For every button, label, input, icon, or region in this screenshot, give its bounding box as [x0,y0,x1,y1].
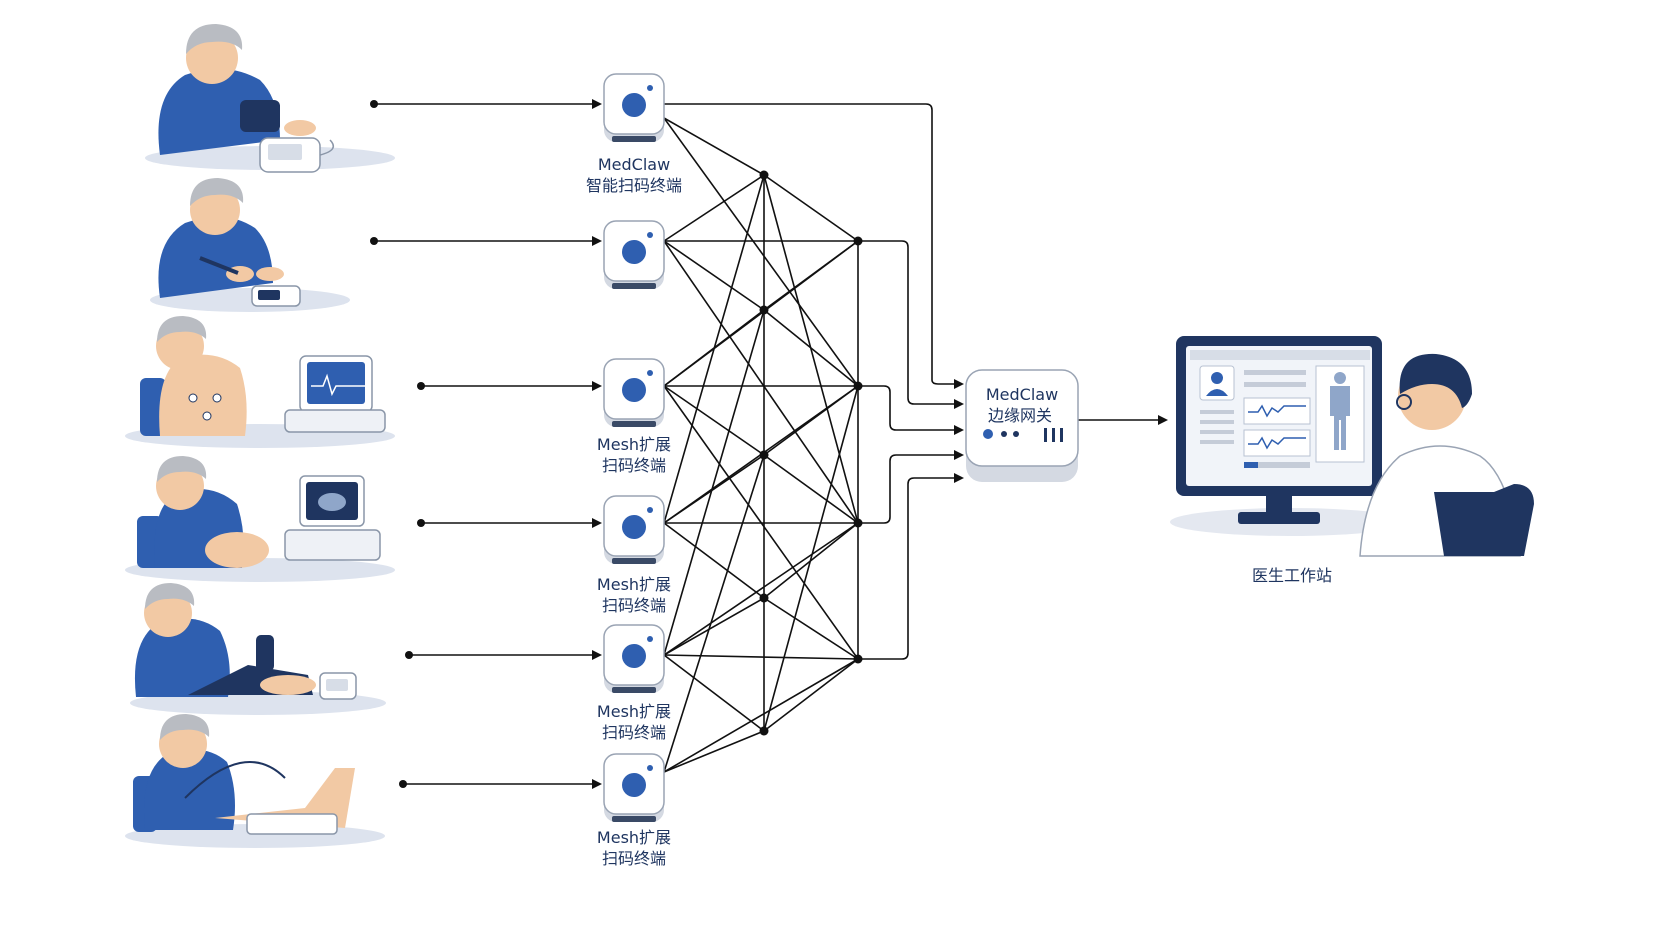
terminal-3-line2: 扫码终端 [602,456,666,475]
terminal-5-line1: Mesh扩展 [597,702,671,721]
terminal-4-line2: 扫码终端 [602,596,666,615]
terminal-5 [603,624,665,693]
terminal-2 [603,220,665,289]
patient-4-ultrasound [125,456,395,582]
terminal-3 [603,358,665,427]
terminal-6-line1: Mesh扩展 [597,828,671,847]
patient-1-blood-pressure [145,24,395,173]
terminal-6 [603,753,665,822]
terminal-1-line1: MedClaw [598,155,670,174]
gateway-line1: MedClaw [986,385,1058,404]
workstation-label: 医生工作站 [1252,566,1332,585]
patient-3-ecg [125,316,395,448]
doctor-workstation [1170,336,1534,557]
terminal-4 [603,495,665,564]
edge-gateway [965,369,1079,482]
mesh-network-lines [663,117,863,773]
patient-5-gait-sensor [130,583,386,715]
terminal-1 [603,73,665,142]
patient-2-glucose [150,178,350,312]
input-arrows [370,99,602,789]
terminal-1-line2: 智能扫码终端 [586,176,682,195]
gateway-inputs [664,103,1168,660]
terminal-6-line2: 扫码终端 [602,849,666,868]
patient-6-foot-scanner [125,714,385,848]
terminal-3-line1: Mesh扩展 [597,435,671,454]
terminal-5-line2: 扫码终端 [602,723,666,742]
terminal-4-line1: Mesh扩展 [597,575,671,594]
gateway-line2: 边缘网关 [988,406,1052,425]
